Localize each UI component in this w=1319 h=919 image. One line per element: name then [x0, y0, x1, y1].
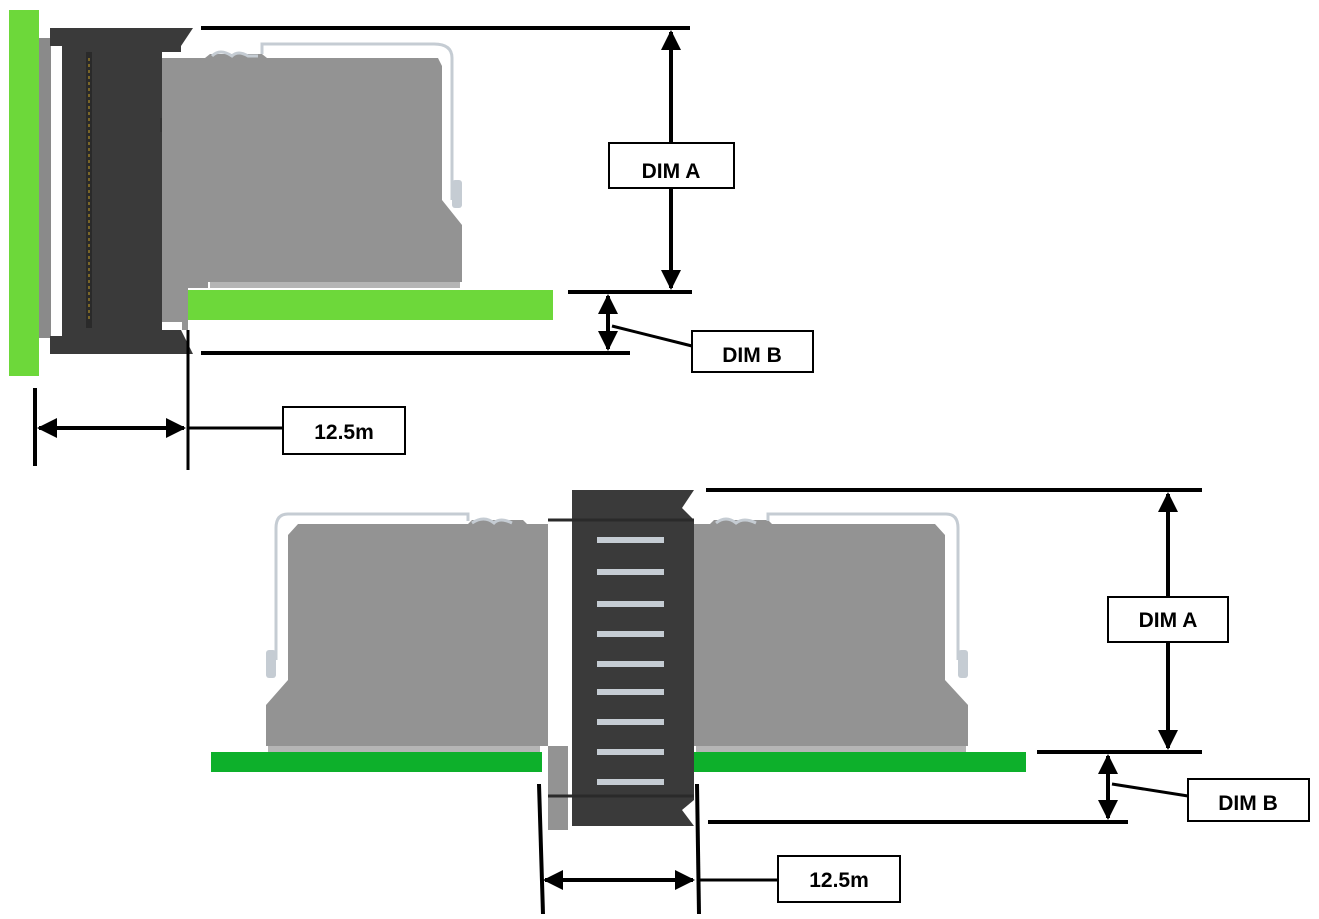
- bottom-dim-a-text: DIM A: [1139, 609, 1198, 632]
- top-pitch-text: 12.5m: [314, 421, 374, 444]
- bottom-right-connector-housing: [664, 520, 968, 788]
- bottom-left-connector-housing: [266, 520, 568, 830]
- bottom-dim-a-label: DIM A: [1107, 596, 1229, 643]
- bottom-figure: DIM A DIM B 12.5m: [211, 488, 1310, 915]
- bottom-left-pcb: [211, 752, 542, 772]
- top-card-gap: [162, 322, 182, 330]
- top-contact-row: [210, 282, 460, 288]
- top-dim-b-leader: [611, 324, 693, 348]
- bottom-right-latch-clip: [715, 517, 757, 525]
- top-backplane-pcb: [9, 10, 39, 376]
- bottom-pitch-ext-left: [537, 783, 545, 915]
- top-dim-b-label: DIM B: [691, 330, 814, 373]
- top-latch-clip: [210, 50, 258, 58]
- top-card-guide: [50, 28, 193, 354]
- bottom-pitch-ext-right: [695, 783, 701, 915]
- top-dim-a-text: DIM A: [642, 160, 701, 183]
- bottom-left-latch-spring: [274, 512, 470, 660]
- top-latch-spring: [260, 42, 454, 200]
- bottom-dim-b-label: DIM B: [1187, 778, 1310, 822]
- top-daughter-pcb: [188, 290, 553, 320]
- top-pitch-label: 12.5m: [282, 406, 406, 455]
- bottom-card-guide-contacts: [597, 537, 664, 785]
- bottom-left-contact-row: [268, 746, 540, 752]
- top-figure: DIM A DIM B 12.5m: [9, 10, 814, 470]
- bottom-right-pcb: [694, 752, 1026, 772]
- top-backplane-edge: [39, 38, 51, 338]
- bottom-dim-b-leader: [1111, 782, 1189, 798]
- top-dim-a-label: DIM A: [608, 142, 735, 189]
- bottom-left-latch-knob: [266, 650, 276, 678]
- bottom-right-latch-knob: [958, 650, 968, 678]
- bottom-right-contact-row: [696, 746, 966, 752]
- bottom-right-latch-spring: [766, 512, 960, 660]
- top-dim-b-text: DIM B: [722, 344, 782, 367]
- bottom-pitch-text: 12.5m: [809, 869, 869, 892]
- bottom-pitch-label: 12.5m: [777, 855, 901, 903]
- bottom-dim-b-text: DIM B: [1218, 792, 1278, 815]
- top-latch-knob: [452, 180, 462, 208]
- bottom-left-latch-clip: [471, 517, 513, 526]
- top-connector-housing: [162, 54, 462, 330]
